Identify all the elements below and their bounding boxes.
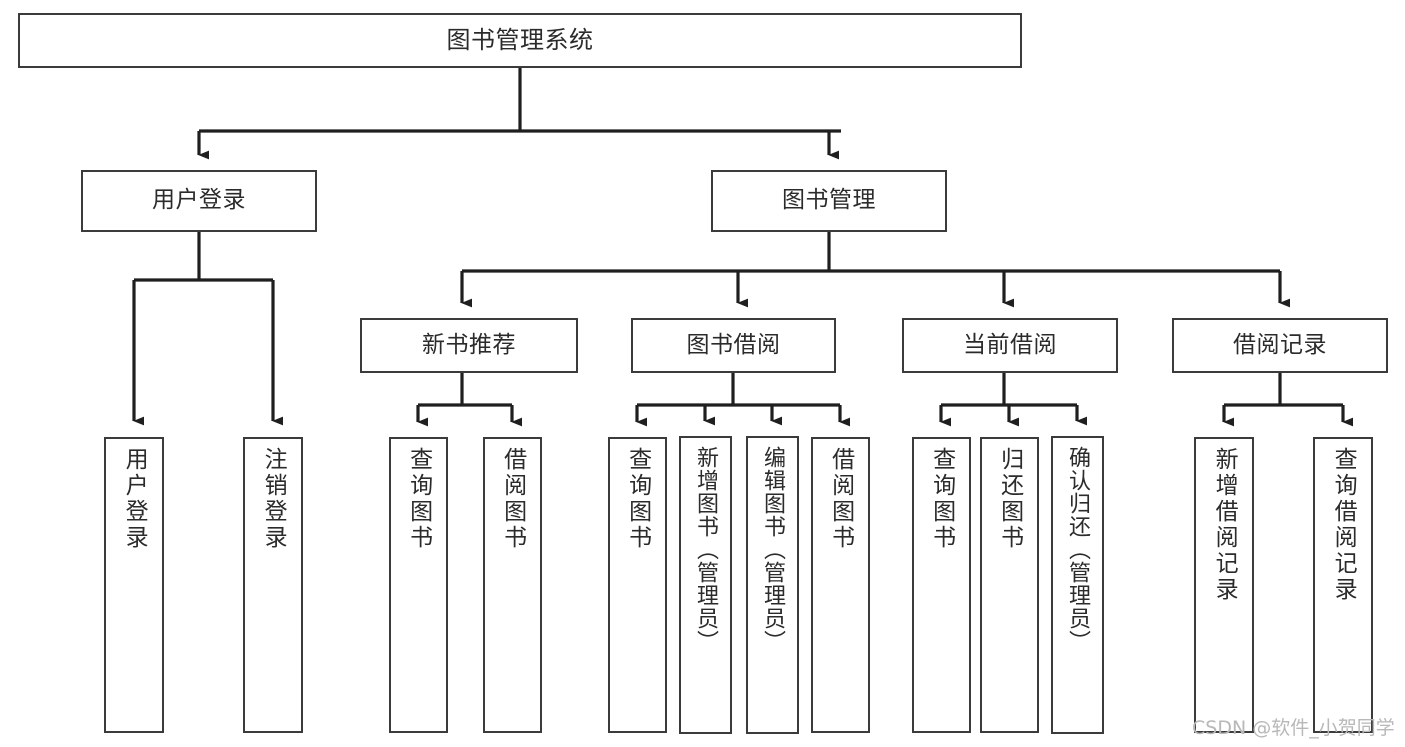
node-leaf-query-borrow-record[interactable]: 查询借阅记录 xyxy=(1313,437,1373,733)
node-label: 图书借阅 xyxy=(686,331,781,358)
node-label: 注销登录 xyxy=(260,447,287,551)
node-leaf-add-book-admin[interactable]: 新增图书（管理员） xyxy=(679,436,732,734)
node-label: 图书管理系统 xyxy=(446,26,594,55)
node-label: 用户登录 xyxy=(121,447,148,551)
node-leaf-logout-login[interactable]: 注销登录 xyxy=(243,437,303,733)
node-label: 新书推荐 xyxy=(422,331,516,358)
node-leaf-query-book-3[interactable]: 查询图书 xyxy=(912,437,971,733)
node-leaf-borrow-book-1[interactable]: 借阅图书 xyxy=(483,437,542,733)
node-label: 归还图书 xyxy=(996,447,1023,551)
node-borrow-record[interactable]: 借阅记录 xyxy=(1172,318,1388,373)
node-root-system[interactable]: 图书管理系统 xyxy=(18,13,1022,68)
node-label: 查询借阅记录 xyxy=(1330,447,1357,603)
node-leaf-query-book-1[interactable]: 查询图书 xyxy=(389,437,448,733)
node-label: 新增借阅记录 xyxy=(1211,447,1238,603)
node-leaf-edit-book-admin[interactable]: 编辑图书（管理员） xyxy=(746,436,799,734)
node-label: 查询图书 xyxy=(405,447,432,551)
node-label: 确认归还（管理员） xyxy=(1065,446,1091,653)
node-book-management[interactable]: 图书管理 xyxy=(711,170,947,232)
node-user-login[interactable]: 用户登录 xyxy=(81,170,317,232)
node-label: 借阅记录 xyxy=(1233,331,1327,358)
node-leaf-return-book[interactable]: 归还图书 xyxy=(980,437,1039,733)
node-leaf-confirm-return-admin[interactable]: 确认归还（管理员） xyxy=(1051,436,1104,734)
node-new-book-recommend[interactable]: 新书推荐 xyxy=(360,318,578,373)
node-leaf-query-book-2[interactable]: 查询图书 xyxy=(608,437,667,733)
node-label: 新增图书（管理员） xyxy=(693,446,719,653)
node-label: 查询图书 xyxy=(928,447,955,551)
node-leaf-user-login[interactable]: 用户登录 xyxy=(104,437,164,733)
node-leaf-borrow-book-2[interactable]: 借阅图书 xyxy=(811,437,870,733)
node-label: 图书管理 xyxy=(782,187,876,214)
node-current-borrow[interactable]: 当前借阅 xyxy=(902,318,1118,373)
node-book-borrow[interactable]: 图书借阅 xyxy=(631,318,836,373)
node-label: 借阅图书 xyxy=(499,447,526,551)
node-label: 编辑图书（管理员） xyxy=(760,446,786,653)
node-label: 借阅图书 xyxy=(827,447,854,551)
node-label: 用户登录 xyxy=(152,187,246,214)
node-leaf-add-borrow-record[interactable]: 新增借阅记录 xyxy=(1194,437,1254,733)
node-label: 查询图书 xyxy=(624,447,651,551)
node-label: 当前借阅 xyxy=(963,331,1057,358)
